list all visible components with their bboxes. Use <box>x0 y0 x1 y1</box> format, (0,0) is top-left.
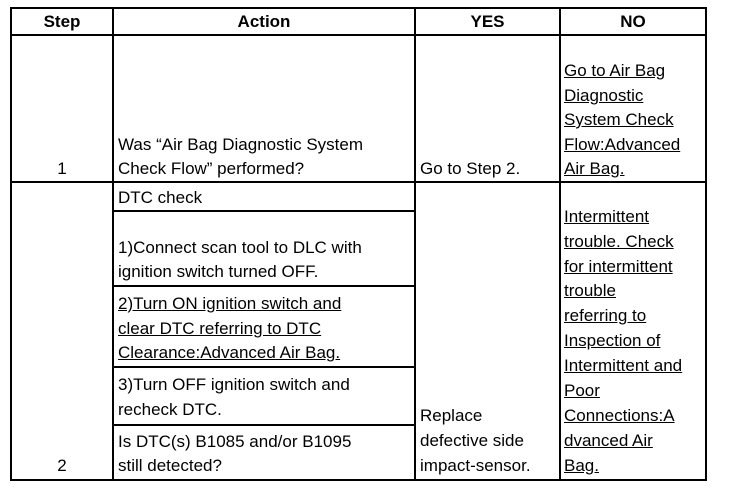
row2-yes-line1: Replace <box>420 406 483 425</box>
row1-no-link-line2[interactable]: Diagnostic <box>564 86 644 105</box>
row2-action-dtc-check: DTC check <box>118 188 203 207</box>
row2-action-step1-line1: 1)Connect scan tool to DLC with <box>118 238 362 257</box>
row2-action-step3-line1: 3)Turn OFF ignition switch and <box>118 375 350 394</box>
row2-yes-line2: defective side <box>420 431 524 450</box>
row1-no-link-line4[interactable]: Flow:Advanced <box>564 135 681 154</box>
row2-no-link-line10[interactable]: dvanced Air <box>564 431 653 450</box>
row1-no-link-line3[interactable]: System Check <box>564 110 674 129</box>
header-yes: YES <box>470 12 505 31</box>
row2-action-step3-line2: recheck DTC. <box>118 400 222 419</box>
row2-no-link-line8[interactable]: Poor <box>564 381 600 400</box>
row2-no-link-line5[interactable]: referring to <box>564 306 647 325</box>
row2-action-step2-link-line2[interactable]: clear DTC referring to DTC <box>118 319 322 338</box>
row2-step: 2 <box>57 456 67 475</box>
row2-no-link-line11[interactable]: Bag. <box>564 456 599 475</box>
row2-no-link-line1[interactable]: Intermittent <box>564 207 650 226</box>
header-action: Action <box>237 12 291 31</box>
row2-no-link-line7[interactable]: Intermittent and <box>564 356 683 375</box>
row1-action-line1: Was “Air Bag Diagnostic System <box>118 135 363 154</box>
row2-action-step2-link-line1[interactable]: 2)Turn ON ignition switch and <box>118 294 342 313</box>
header-no: NO <box>620 12 646 31</box>
row2-yes-line3: impact-sensor. <box>420 456 531 475</box>
row2-no-link-line2[interactable]: trouble. Check <box>564 232 674 251</box>
row1-step: 1 <box>57 159 67 178</box>
row2-no-link-line6[interactable]: Inspection of <box>564 331 661 350</box>
row2-action-step2-link-line3[interactable]: Clearance:Advanced Air Bag. <box>118 343 341 362</box>
row2-action-step1-line2: ignition switch turned OFF. <box>118 262 319 281</box>
row2-action-question-line1: Is DTC(s) B1085 and/or B1095 <box>118 432 352 451</box>
row2-no-link-line9[interactable]: Connections:A <box>564 406 675 425</box>
row2-action-question-line2: still detected? <box>118 456 222 475</box>
row1-action-line2: Check Flow” performed? <box>118 159 305 178</box>
row1-no-link-line5[interactable]: Air Bag. <box>564 159 625 178</box>
row1-yes: Go to Step 2. <box>420 159 521 178</box>
row1-no-link-line1[interactable]: Go to Air Bag <box>564 61 666 80</box>
row2-no-link-line3[interactable]: for intermittent <box>564 257 673 276</box>
row2-no-link-line4[interactable]: trouble <box>564 281 616 300</box>
header-step: Step <box>43 12 81 31</box>
